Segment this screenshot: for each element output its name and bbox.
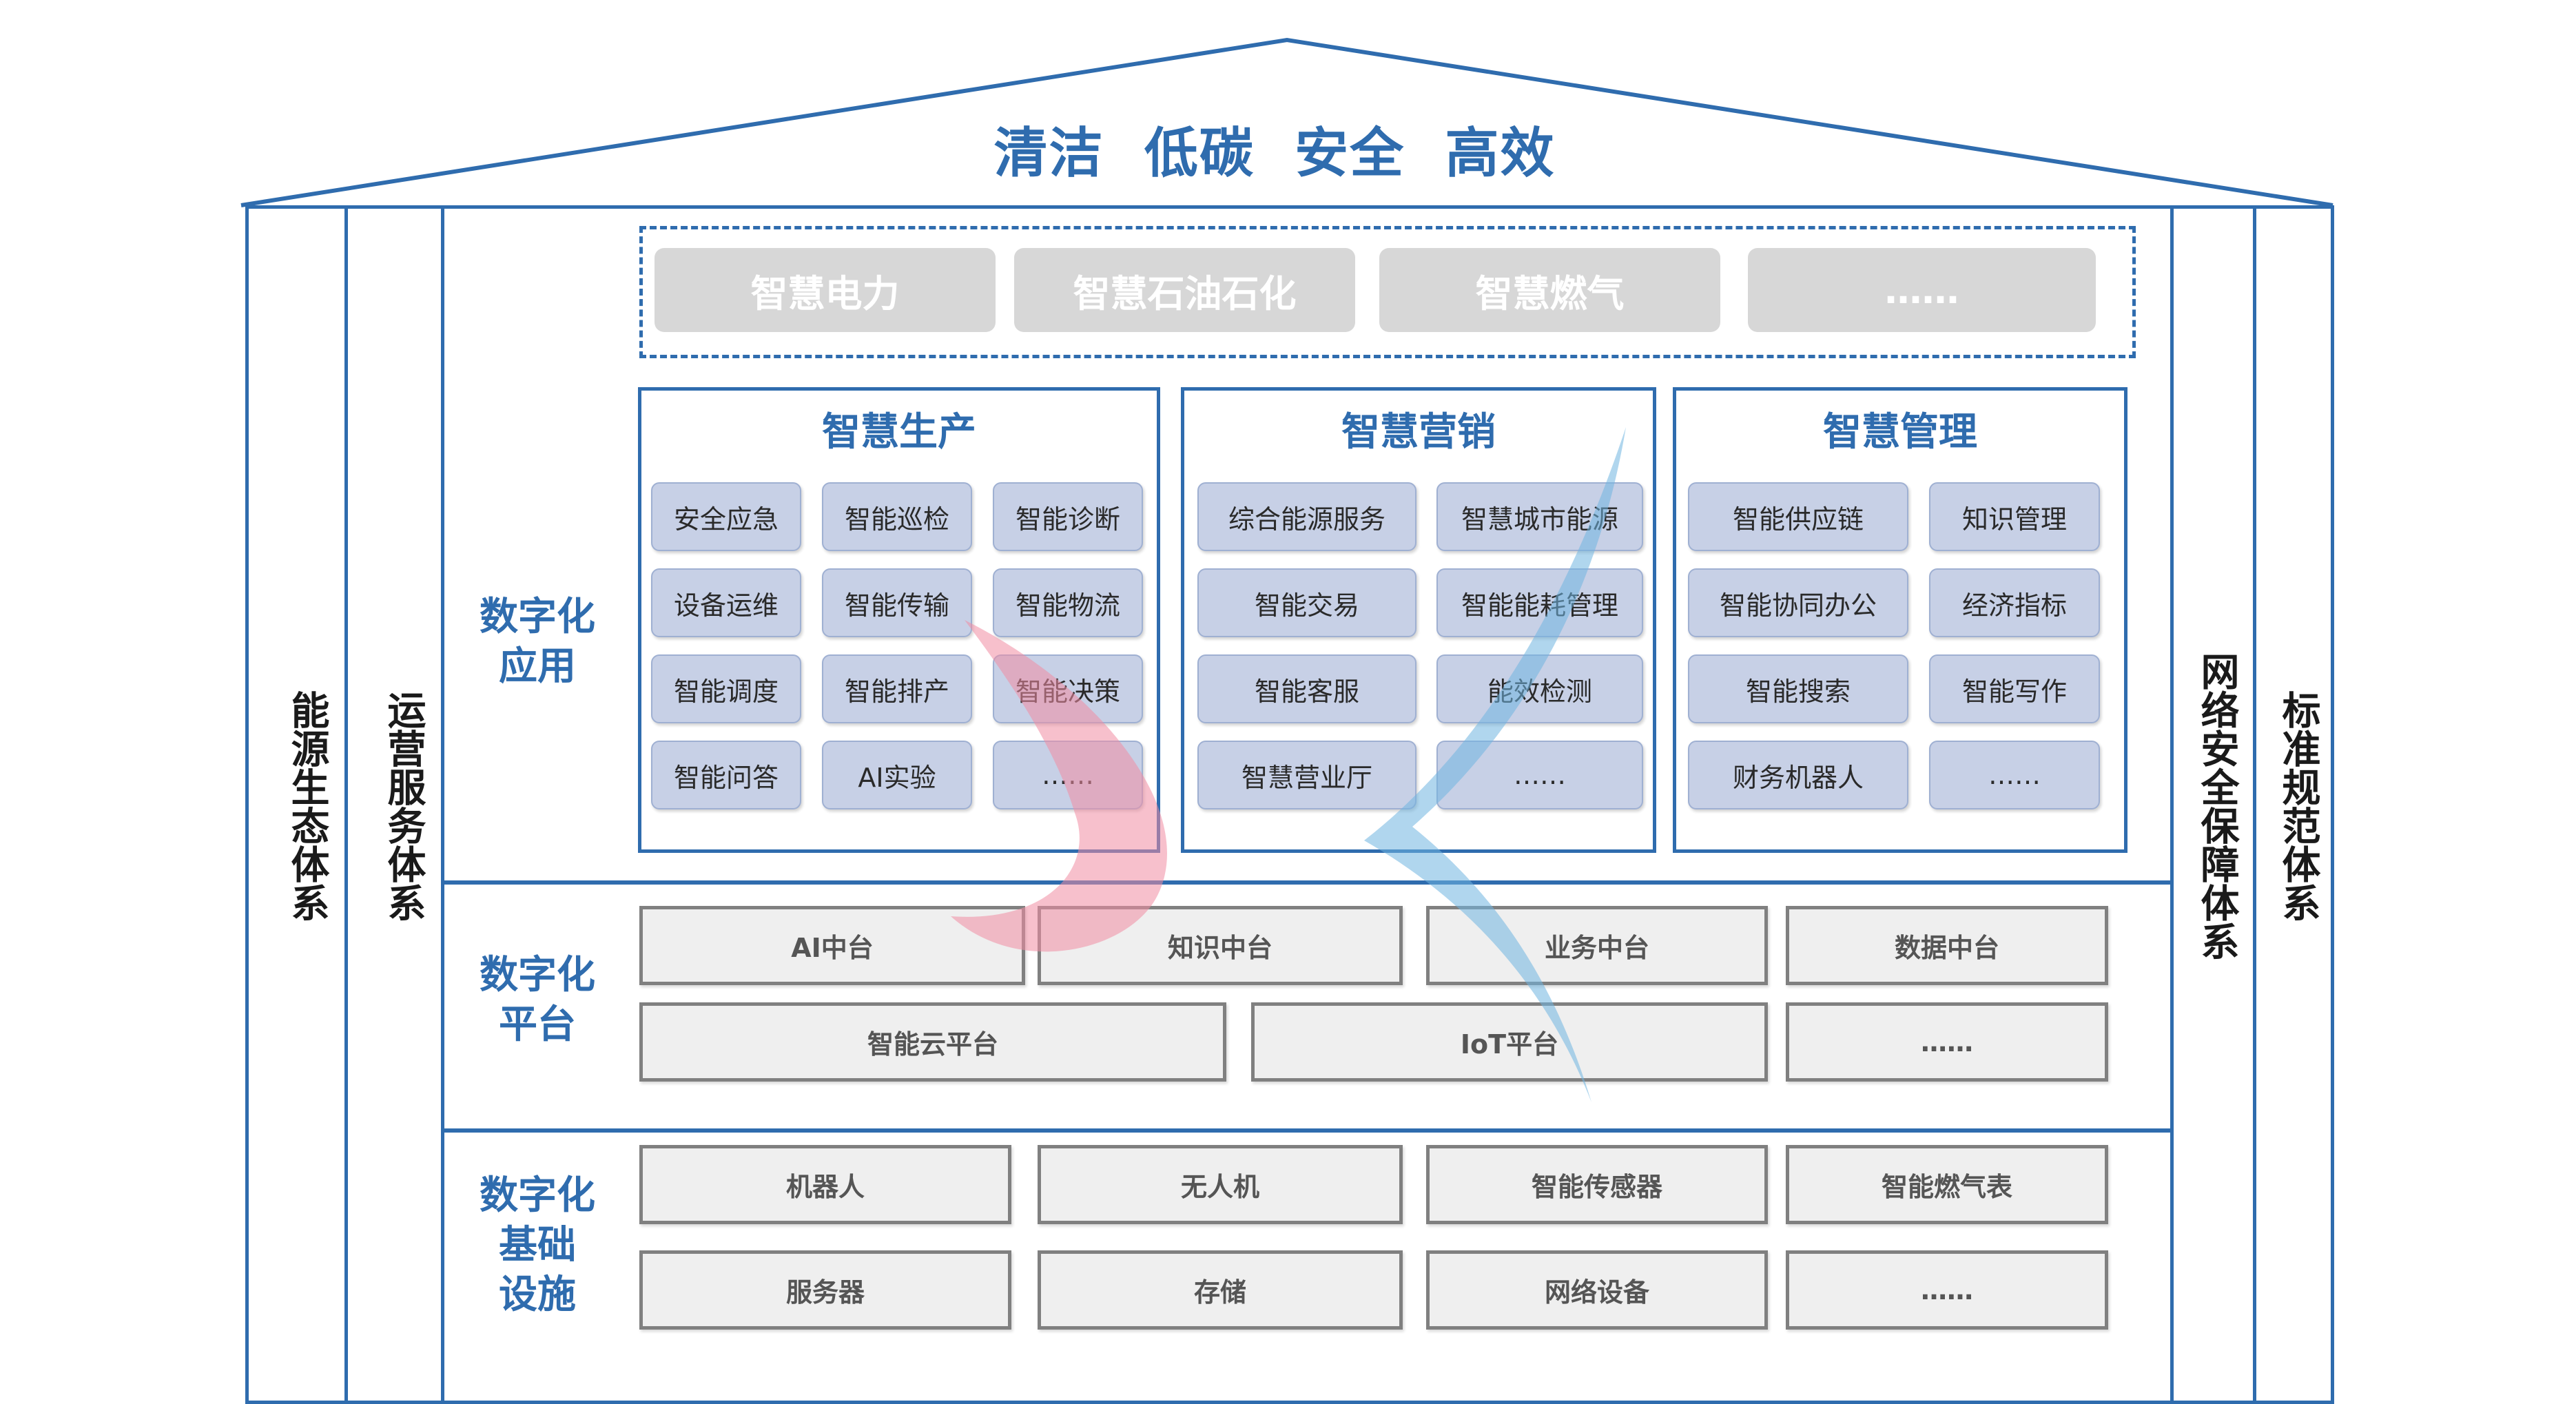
app-item: …… (1929, 741, 2100, 809)
app-item: 智能供应链 (1688, 482, 1908, 551)
app-item: 智能调度 (651, 654, 801, 723)
app-item: 智能决策 (993, 654, 1143, 723)
pillar-divider (441, 205, 444, 1404)
layer-divider (441, 880, 2174, 885)
group-title: 智慧管理 (1823, 410, 1977, 455)
app-item: 智能诊断 (993, 482, 1143, 551)
app-item: 综合能源服务 (1197, 482, 1416, 551)
app-item: 智能写作 (1929, 654, 2100, 723)
app-item: 智能巡检 (822, 482, 972, 551)
app-item: 智能问答 (651, 741, 801, 809)
industry-pill: …… (1748, 248, 2096, 332)
app-item: 财务机器人 (1688, 741, 1908, 809)
app-item: 能效检测 (1436, 654, 1643, 723)
infra-item: 服务器 (639, 1250, 1011, 1330)
platform-item: AI中台 (639, 906, 1025, 985)
industry-pill: 智慧电力 (655, 248, 996, 332)
industry-pill: 智慧石油石化 (1014, 248, 1355, 332)
infra-item: 智能传感器 (1426, 1145, 1768, 1224)
app-item: AI实验 (822, 741, 972, 809)
platform-item: 数据中台 (1786, 906, 2108, 985)
pillar-divider (344, 205, 348, 1404)
group-title: 智慧生产 (822, 410, 976, 455)
app-item: 智能客服 (1197, 654, 1416, 723)
group-title: 智慧营销 (1341, 410, 1496, 455)
infra-item: 存储 (1038, 1250, 1403, 1330)
pillar-operation-service: 运营服务体系 (381, 690, 426, 922)
app-item: 智能能耗管理 (1436, 568, 1643, 637)
roof-triangle (240, 37, 2333, 207)
group-smart-management (1673, 387, 2127, 853)
platform-item: 智能云平台 (639, 1002, 1226, 1082)
infra-item: 无人机 (1038, 1145, 1403, 1224)
app-item: 智能搜索 (1688, 654, 1908, 723)
app-item: 智能传输 (822, 568, 972, 637)
house-frame (245, 205, 2334, 1404)
platform-item: 知识中台 (1038, 906, 1403, 985)
layer-label-infrastructure: 数字化 基础 设施 (480, 1173, 595, 1317)
layer-label-platform: 数字化 平台 (480, 953, 595, 1047)
pillar-divider (2253, 205, 2256, 1404)
roof-title: 清洁 低碳 安全 高效 (993, 123, 1556, 185)
app-item: 智能交易 (1197, 568, 1416, 637)
app-item: 安全应急 (651, 482, 801, 551)
app-item: 智慧城市能源 (1436, 482, 1643, 551)
infra-item: 智能燃气表 (1786, 1145, 2108, 1224)
platform-item: IoT平台 (1251, 1002, 1768, 1082)
app-item: 知识管理 (1929, 482, 2100, 551)
app-item: …… (1436, 741, 1643, 809)
industry-pill: 智慧燃气 (1379, 248, 1720, 332)
app-item: 智能排产 (822, 654, 972, 723)
infra-item: …… (1786, 1250, 2108, 1330)
platform-item: 业务中台 (1426, 906, 1768, 985)
pillar-divider (2170, 205, 2174, 1404)
app-item: 设备运维 (651, 568, 801, 637)
app-item: …… (993, 741, 1143, 809)
pillar-standards: 标准规范体系 (2276, 690, 2320, 922)
app-item: 智能协同办公 (1688, 568, 1908, 637)
pillar-network-security: 网络安全保障体系 (2194, 652, 2239, 960)
app-item: 经济指标 (1929, 568, 2100, 637)
infra-item: 机器人 (639, 1145, 1011, 1224)
app-item: 智慧营业厅 (1197, 741, 1416, 809)
infra-item: 网络设备 (1426, 1250, 1768, 1330)
layer-divider (441, 1128, 2174, 1133)
layer-label-application: 数字化 应用 (480, 595, 595, 689)
pillar-energy-ecosystem: 能源生态体系 (285, 690, 329, 922)
app-item: 智能物流 (993, 568, 1143, 637)
industry-scenarios-box (639, 226, 2136, 358)
platform-item: …… (1786, 1002, 2108, 1082)
